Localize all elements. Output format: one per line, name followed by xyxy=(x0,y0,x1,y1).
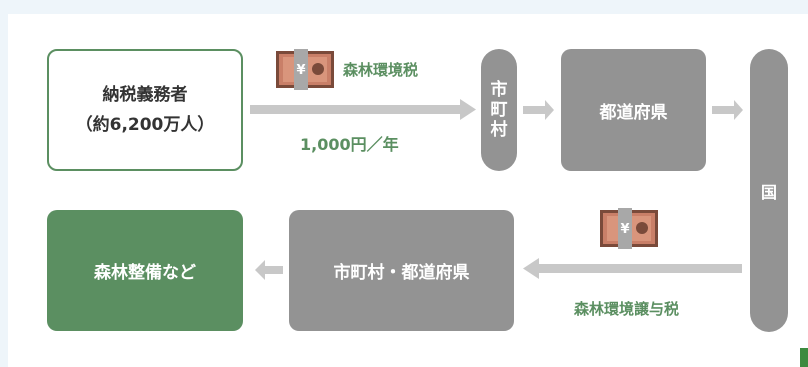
taxpayer-box: 納税義務者 （約6,200万人） xyxy=(47,49,243,171)
money-bundle-icon: ¥ xyxy=(276,49,334,90)
forest-env-tax-label: 森林環境税 xyxy=(343,61,419,79)
taxpayer-title: 納税義務者 xyxy=(102,85,188,105)
prefecture-box: 都道府県 xyxy=(561,49,706,171)
nation-label: 国 xyxy=(760,182,777,202)
municipality-char-3: 村 xyxy=(490,120,508,140)
municipality-prefecture-label: 市町村・都道府県 xyxy=(333,263,470,283)
annual-rate-label: 1,000円／年 xyxy=(300,135,399,154)
money-symbol-2: ¥ xyxy=(620,222,629,237)
money-symbol-1: ¥ xyxy=(296,63,305,78)
arrow-municipality-to-prefecture xyxy=(523,100,554,120)
transfer-tax-label: 森林環境譲与税 xyxy=(574,300,680,318)
municipality-prefecture-box: 市町村・都道府県 xyxy=(289,210,514,331)
corner-marker xyxy=(800,348,808,367)
forest-maintenance-box: 森林整備など xyxy=(47,210,243,331)
money-bundle-icon: ¥ xyxy=(600,208,658,249)
forest-maintenance-label: 森林整備など xyxy=(94,263,196,283)
prefecture-label: 都道府県 xyxy=(599,102,668,123)
arrow-nation-to-municipality-prefecture xyxy=(523,258,742,279)
municipality-char-1: 市 xyxy=(490,80,508,100)
arrow-to-forest-maintenance xyxy=(255,260,283,280)
municipality-box: 市 町 村 xyxy=(481,49,517,171)
arrow-taxpayer-to-municipality xyxy=(250,99,476,120)
taxpayer-count: （約6,200万人） xyxy=(75,115,215,135)
municipality-char-2: 町 xyxy=(490,100,508,120)
arrow-prefecture-to-nation xyxy=(712,100,743,120)
nation-box: 国 xyxy=(750,49,788,332)
